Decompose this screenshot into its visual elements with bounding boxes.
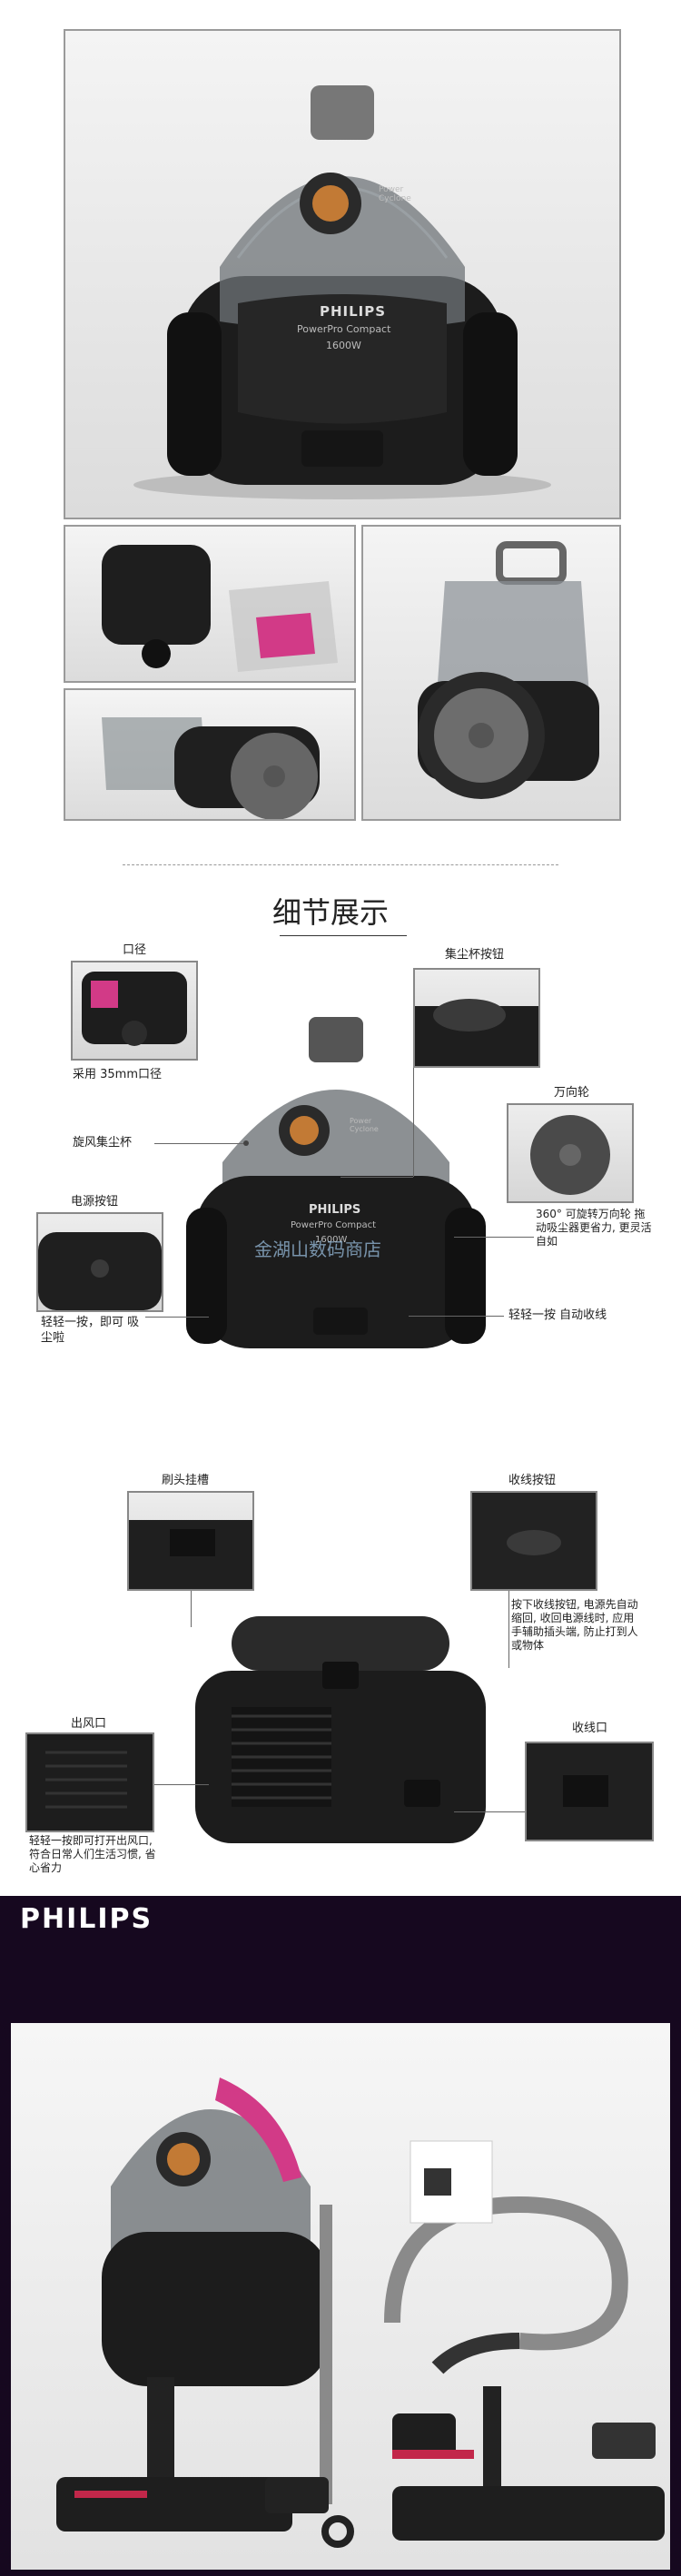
section-title-underline [280,935,407,936]
cyclone-cup-label: 旋风集尘杯 [73,1136,133,1150]
watermark-text: 金湖山数码商店 [254,1239,381,1260]
rewind-button-description: 按下收线按钮, 电源先自动缩回, 收回电源线时, 应用手辅助插头端, 防止打到人… [511,1598,638,1652]
accessories-illustration [56,2078,665,2548]
vacuum-front-illustration [133,85,551,499]
brush-slot-inset [127,1491,254,1591]
power-button-inset [36,1212,163,1312]
outlet-description: 轻轻一按即可打开出风口, 符合日常人们生活习惯, 省心省力 [29,1834,156,1874]
rewind-description: 轻轻一按 自动收线 [508,1308,607,1322]
dustcup-button-leader [413,1068,414,1177]
detail-badge-label: Power Cyclone [350,1117,379,1133]
photo-open-dustcup [64,525,356,683]
brush-slot-title: 刷头挂槽 [162,1474,210,1487]
photo-rear-view [64,688,356,821]
rewind-button-title: 收线按钮 [508,1474,557,1487]
dustcup-button-title: 集尘杯按钮 [445,948,505,962]
power-button-description: 轻轻一按，即可 吸尘啦 [41,1316,140,1345]
outlet-title: 出风口 [71,1717,107,1731]
detail-model-label: PowerPro Compact [291,1220,377,1230]
caliber-inset [71,961,198,1061]
caster-title: 万向轮 [554,1086,590,1100]
product-model-label: PowerPro Compact [297,323,391,335]
caster-inset [507,1103,634,1203]
detail-vacuum-image: PHILIPS PowerPro Compact 1600W Power Cyc… [177,1008,495,1371]
hero-photo: PHILIPS PowerPro Compact 1600W Power Cyc… [64,29,621,519]
section-divider [123,864,558,865]
rewind-button-inset [470,1491,597,1591]
accessories-photo [11,2023,670,2570]
caster-description: 360° 可旋转万向轮 拖动吸尘器更省力, 更灵活自如 [536,1208,652,1248]
section-title: 细节展示 [272,895,390,930]
brand-banner: PHILIPS [0,1896,681,2576]
cyclone-cup-leader [154,1143,245,1144]
power-button-title: 电源按钮 [71,1195,119,1209]
photo-side-view [361,525,621,821]
cord-outlet-inset [525,1742,654,1841]
caliber-description: 采用 35mm口径 [73,1068,163,1081]
cord-outlet-title: 收线口 [572,1722,608,1735]
brand-banner-logo: PHILIPS [20,1903,153,1935]
product-brand-label: PHILIPS [320,303,387,320]
caliber-title: 口径 [123,943,147,957]
back-vacuum-image [195,1598,486,1861]
power-cyclone-badge: Power Cyclone [379,185,411,203]
outlet-inset [25,1732,154,1832]
product-power-label: 1600W [326,340,361,351]
detail-power-label: 1600W [315,1235,348,1245]
detail-brand-label: PHILIPS [309,1203,361,1217]
dustcup-button-inset [413,968,540,1068]
